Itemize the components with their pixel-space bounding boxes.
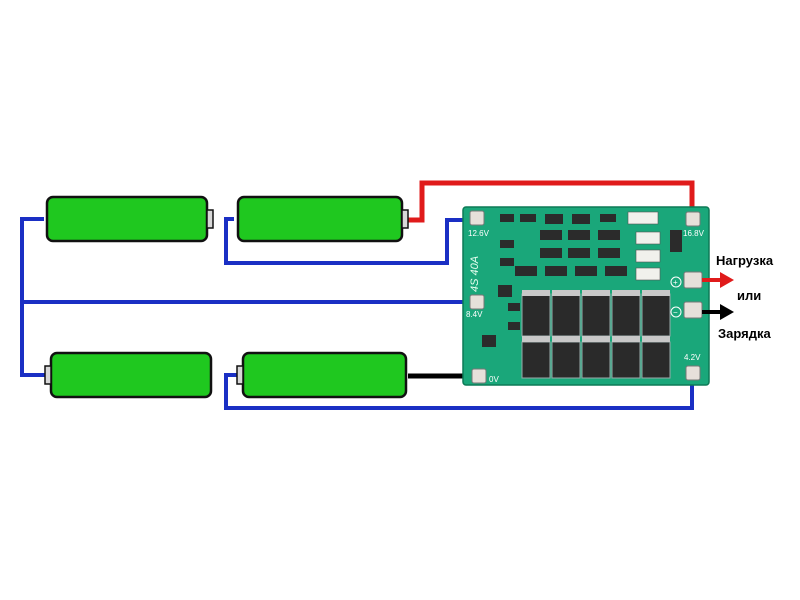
minus-sign: − [673,308,678,317]
balance-wire-4v2 [224,373,694,410]
plus-sign: + [673,278,678,287]
or-label: или [737,288,761,303]
pad-8v4 [469,294,485,310]
load-label: Нагрузка [716,253,774,268]
board-model-label: 4S 40A [469,256,481,292]
balance-wire-12v6 [224,217,478,265]
pad-8v4-label: 8.4V [466,310,483,319]
pad-4v2 [685,365,701,381]
positive-wire [405,180,695,223]
pad-12v6 [469,210,485,226]
balance-wires [20,217,694,410]
smd-components [482,214,682,347]
charge-label: Зарядка [718,326,771,341]
mosfet-row-top [521,290,671,337]
mosfet-row-bottom [521,336,671,379]
pad-16v8-label: 16.8V [683,229,705,238]
battery-bottom-2 [236,351,408,399]
pad-output-minus [683,301,703,319]
pad-16v8 [685,211,701,227]
pad-4v2-label: 4.2V [684,353,701,362]
pad-0v [471,368,487,384]
pad-output-plus [683,271,703,289]
smd-resistors [627,211,661,281]
balance-wire-left-bus [20,217,46,377]
battery-top-1 [45,195,214,243]
battery-top-2 [236,195,409,243]
battery-bottom-1 [44,351,213,399]
pad-0v-label: 0V [489,375,499,384]
bms-board: 4S 40A 12.6V 8.4V 0V 16.8V 4.2V + − [462,206,710,386]
load-arrow [702,272,734,288]
charge-arrow [702,304,734,320]
pad-12v6-label: 12.6V [468,229,490,238]
